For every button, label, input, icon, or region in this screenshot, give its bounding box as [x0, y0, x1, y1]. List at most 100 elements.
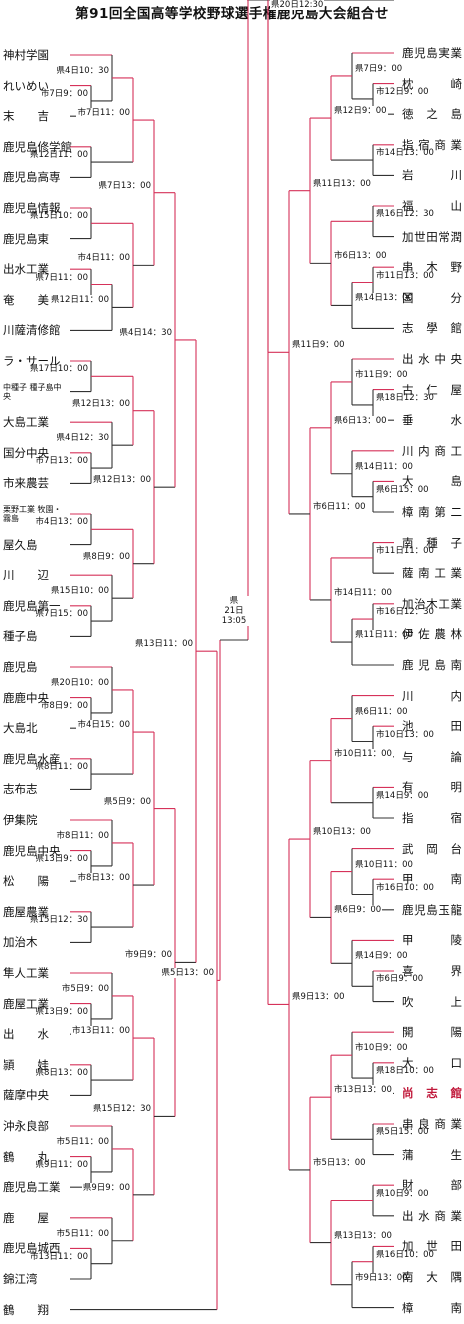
right-match-label: 市12日9：00: [375, 86, 430, 97]
right-match-label: 県10日11：00: [354, 859, 414, 870]
right-team: 与 論: [402, 749, 462, 764]
left-team: 鹿児島修学館: [3, 139, 72, 154]
left-team: 隼人工業: [3, 966, 49, 980]
left-match-label: 市7日13：00: [34, 456, 89, 467]
left-match-label: 県9日9：00: [81, 1182, 131, 1193]
right-team: 武岡台: [402, 841, 462, 856]
right-team: 伊佐農林: [402, 627, 462, 642]
left-team: 鹿児島城西: [3, 1241, 61, 1256]
left-team: 沖永良部: [3, 1119, 49, 1133]
left-team: 屋久島: [3, 537, 38, 552]
left-match-label: 県9日11：00: [34, 1159, 89, 1170]
right-match-label: 市10日13：00: [375, 729, 435, 740]
right-team: 徳之島: [402, 107, 462, 122]
right-match-label: 市13日13：00: [333, 1085, 393, 1096]
final-time: 13:05: [221, 616, 247, 626]
left-team: 松 陽: [3, 874, 49, 889]
right-match-label: 県12日9：00: [333, 106, 388, 117]
right-team: 指 宿: [402, 811, 462, 825]
left-team: 鹿児島: [3, 660, 38, 674]
right-match-label: 県6日9：00: [333, 905, 383, 916]
left-team: 鹿児島高専: [3, 170, 61, 185]
right-match-label: 市6日11：00: [312, 501, 367, 512]
left-team: 志布志: [3, 782, 38, 797]
right-team: 川内商工: [402, 443, 462, 458]
right-match-label: 県6日13：00: [333, 415, 388, 426]
left-match-label: 市8日11：00: [55, 830, 110, 841]
left-team: 鶴 丸: [3, 1149, 49, 1164]
left-match-label: 市13日11：00: [71, 1026, 131, 1037]
left-match-label: 県4日14：30: [118, 327, 173, 338]
right-team: 南種子: [402, 535, 462, 550]
left-match-label: 県4日12：30: [55, 433, 110, 444]
right-team: 池 田: [402, 719, 462, 734]
left-match-label: 県15日10：00: [29, 211, 89, 222]
right-match-label: 県10日13：00: [312, 827, 372, 838]
left-team: 錦江湾: [3, 1272, 38, 1286]
right-team: 串木野: [402, 260, 462, 275]
left-match-label: 市5日9：00: [60, 983, 110, 994]
left-team: 国分中央: [3, 445, 49, 460]
left-match-label: 県12日11：00: [29, 150, 89, 161]
left-team: 鹿屋工業: [3, 996, 49, 1011]
right-match-label: 県16日10：00: [375, 1249, 435, 1260]
right-team: 国 分: [402, 290, 462, 305]
right-team: 岩 川: [402, 168, 462, 183]
left-team: 大島北: [3, 721, 38, 736]
right-match-label: 市14日13：00: [375, 148, 435, 159]
right-team: 甲 南: [402, 872, 462, 887]
right-team: 大 口: [402, 1055, 462, 1070]
right-team: 樟 南: [402, 1300, 462, 1315]
right-match-label: 市14日11：00: [333, 587, 393, 598]
right-team: 垂 水: [402, 413, 462, 428]
right-match-label: 市11日13：00: [375, 270, 435, 281]
left-team: 栗野工業 牧園・霧島: [3, 505, 62, 523]
right-match-label: 県10日9：00: [375, 1188, 430, 1199]
left-match-label: 県4日10：30: [55, 65, 110, 76]
right-team: 財 部: [402, 1178, 462, 1193]
right-match-label: 市5日13：00: [312, 1157, 367, 1168]
left-match-label: 県7日13：00: [97, 180, 152, 191]
left-team: 種子島: [3, 629, 38, 644]
left-match-label: 市4日11：00: [76, 253, 131, 264]
right-team: 南大隅: [402, 1270, 462, 1284]
left-team: ラ・サール: [3, 354, 61, 368]
left-team: 出 水: [3, 1027, 49, 1042]
right-match-label: 市11日9：00: [354, 369, 409, 380]
left-match-label: 県5日13：00: [160, 968, 215, 979]
right-team: 古仁屋: [402, 382, 462, 397]
right-team: 指宿商業: [402, 137, 462, 152]
right-team: 鹿児島南: [402, 658, 462, 672]
right-match-label: 市6日9：00: [375, 974, 425, 985]
left-match-label: 県13日9：00: [34, 1006, 89, 1017]
right-team: 薩南工業: [402, 566, 462, 581]
right-team: 福 山: [402, 199, 462, 213]
left-match-label: 県5日9：00: [102, 796, 152, 807]
right-team: 樟南第二: [402, 505, 462, 519]
left-match-label: 県15日12：30: [29, 915, 89, 926]
left-team: 市来農芸: [3, 476, 49, 491]
left-match-label: 県12日13：00: [71, 398, 131, 409]
right-team: 鹿児島玉龍: [402, 902, 462, 917]
left-team: 奄 美: [3, 292, 49, 307]
left-team: 川薩清修館: [3, 323, 61, 338]
right-match-label: 県5日15：00: [375, 1127, 430, 1138]
right-team: 出水中央: [402, 352, 462, 366]
right-match-label: 市16日10：00: [375, 882, 435, 893]
right-match-label: 県16日12：30: [375, 209, 435, 220]
left-team: 鹿児島第一: [3, 598, 61, 613]
left-team: 末 吉: [3, 109, 49, 124]
left-match-label: 県15日12：30: [92, 1104, 152, 1115]
right-match-label: 市6日13：00: [333, 251, 388, 262]
right-team: 川 内: [402, 688, 462, 703]
left-match-label: 県15日10：00: [50, 586, 110, 597]
right-match-label: 市11日11：00: [375, 545, 435, 556]
right-team: 尚志館: [402, 1086, 462, 1101]
left-team: 鶴 翔: [3, 1302, 49, 1317]
left-team: 鹿 屋: [3, 1210, 49, 1225]
right-team: 開 陽: [402, 1025, 462, 1040]
right-match-label: 県11日9：00: [291, 340, 346, 351]
left-match-label: 市13日11：00: [29, 1251, 89, 1262]
right-team: 鹿児島実業: [402, 46, 462, 60]
